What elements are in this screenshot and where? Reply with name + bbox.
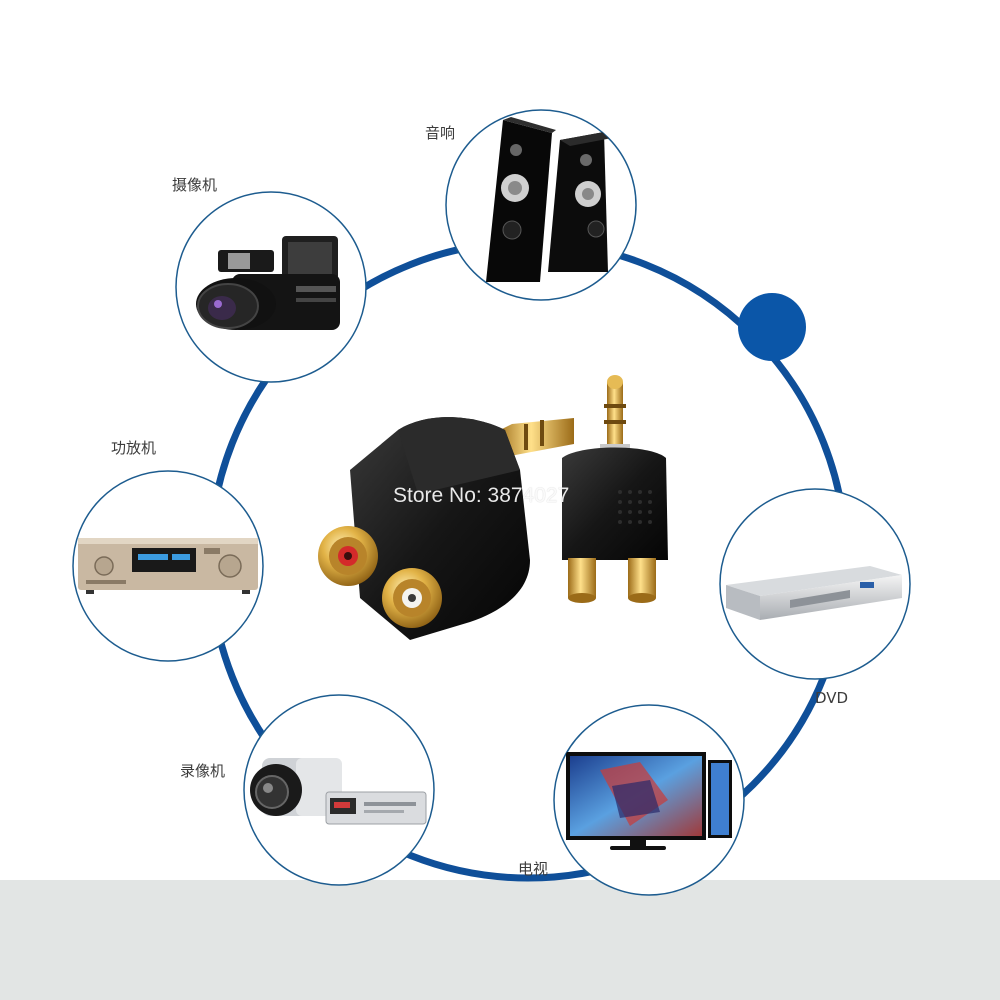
amplifier-bubble (72, 470, 264, 662)
camcorder-icon (196, 236, 340, 330)
adapter-right (562, 375, 668, 603)
camcorder-bubble (175, 191, 367, 383)
adapter-left (318, 417, 574, 640)
accent-dot (738, 293, 806, 361)
label-tv: 电视 (518, 860, 549, 878)
tv-bubble (553, 704, 745, 896)
dvd-bubble (719, 488, 911, 680)
label-recorder: 录像机 (180, 762, 226, 780)
tv-icon (566, 752, 732, 850)
recorder-bubble (243, 694, 435, 886)
store-watermark: Store No: 3874027 (393, 484, 570, 507)
speakers-bubble (445, 109, 637, 301)
video-recorder-icon (250, 758, 427, 825)
label-dvd: DVD (815, 689, 849, 707)
dvd-player-icon (726, 566, 902, 620)
label-speakers: 音响 (425, 124, 456, 142)
label-amplifier: 功放机 (111, 439, 157, 457)
label-camcorder: 摄像机 (172, 176, 218, 194)
bottom-gray-band (0, 880, 1000, 1000)
amplifier-icon (78, 538, 258, 594)
speakers-icon (486, 117, 612, 282)
